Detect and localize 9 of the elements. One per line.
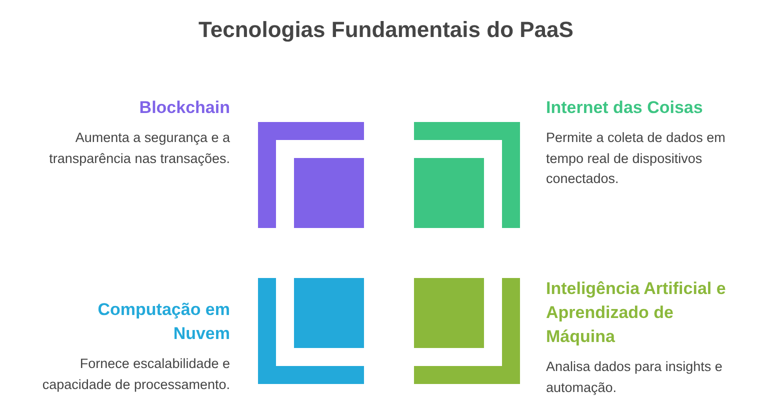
heading: Computação em Nuvem: [96, 299, 230, 345]
heading: Inteligência Artificial e Aprendizado de Máquina: [546, 278, 727, 348]
heading: Internet das Coisas: [546, 97, 704, 119]
description: Fornece escalabilidade e capacidade de processamento.: [41, 355, 230, 394]
heading: Blockchain: [138, 97, 230, 119]
description: Permite a coleta de dados em tempo real de dispositivos conectados.: [546, 129, 726, 188]
title: Tecnologias Fundamentais do PaaS: [198, 16, 574, 44]
description: Analisa dados para insights e automação.: [546, 358, 724, 397]
description: Aumenta a segurança e a transparência nas transações.: [48, 129, 230, 168]
